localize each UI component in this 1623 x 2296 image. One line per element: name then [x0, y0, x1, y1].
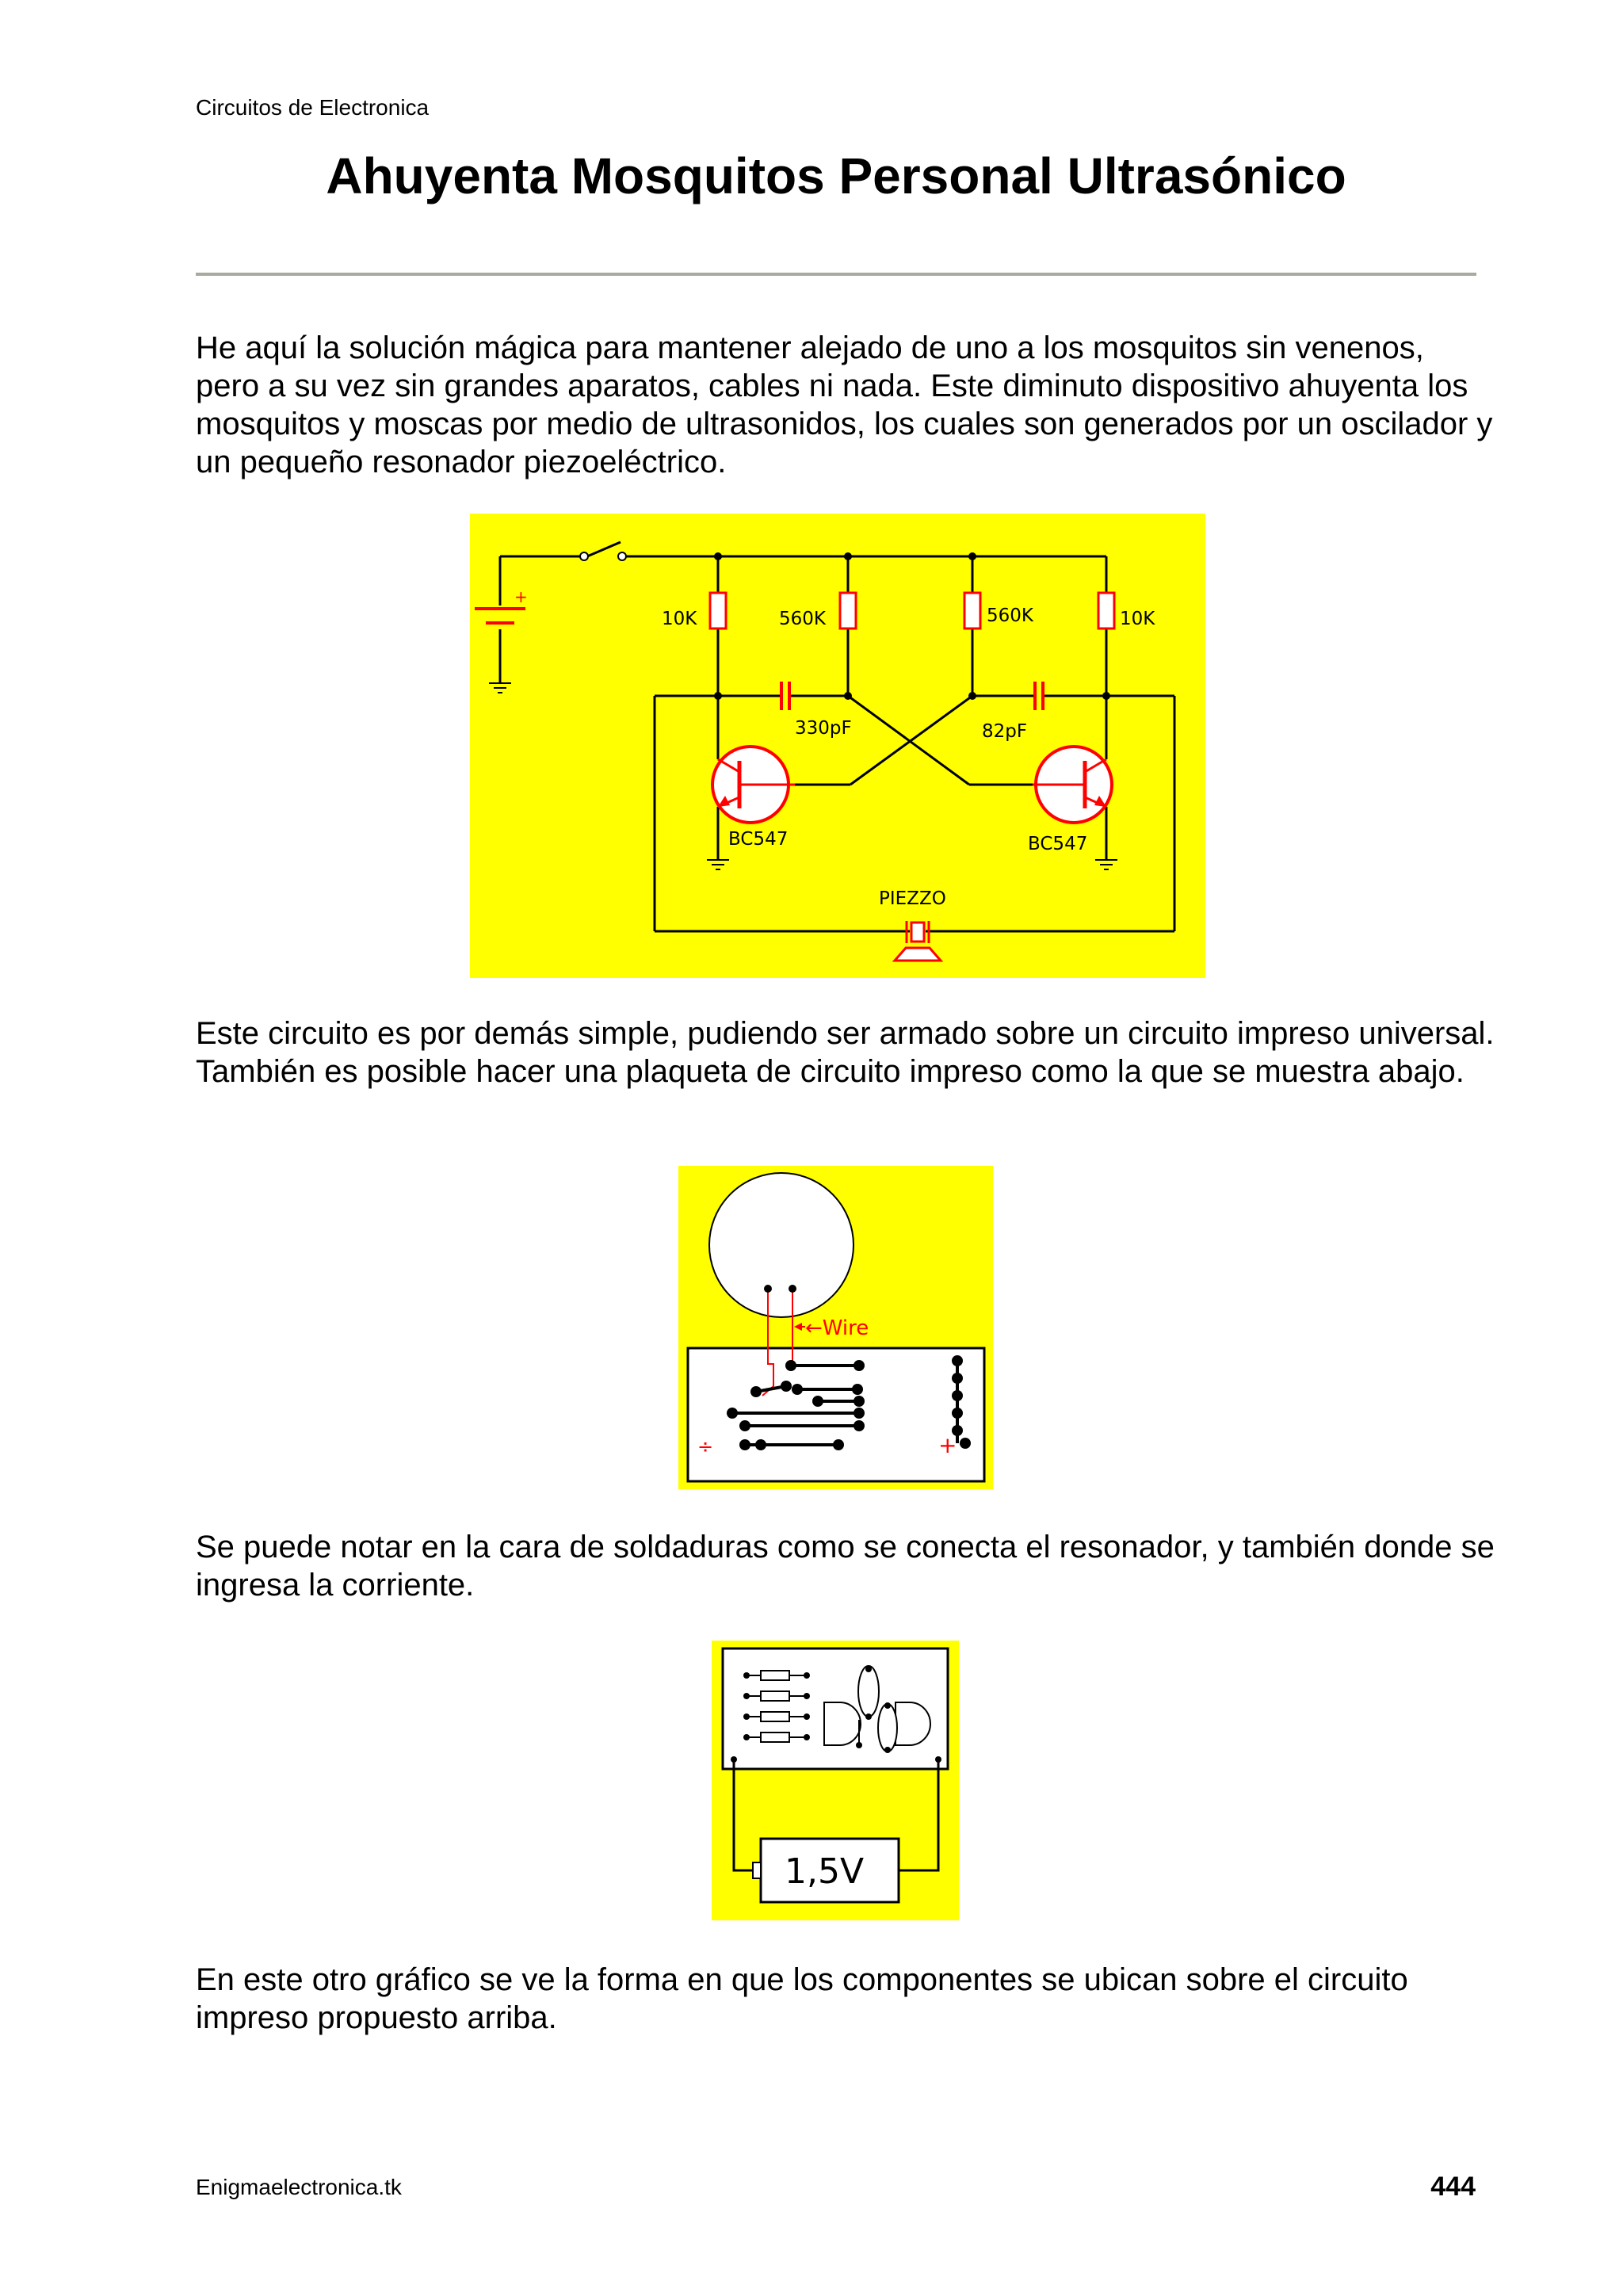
r2-label: 560K	[779, 609, 827, 629]
r3-label: 560K	[987, 606, 1034, 626]
component-placement-figure: 1,5V	[712, 1641, 959, 1920]
r4-label: 10K	[1120, 609, 1155, 629]
r1-label: 10K	[662, 609, 697, 629]
pcb-figure: ←Wire ÷ +	[678, 1166, 993, 1489]
schematic-diagram: +	[470, 514, 1205, 978]
paragraph-pcb: Este circuito es por demás simple, pudie…	[196, 1016, 1495, 1089]
battery-label: 1,5V	[785, 1851, 864, 1892]
paragraph-component-placement: En este otro gráfico se ve la forma en q…	[196, 1962, 1408, 2035]
running-header: Circuitos de Electronica	[196, 95, 430, 120]
pcb-minus-label: ÷	[697, 1435, 713, 1457]
c2-label: 82pF	[982, 721, 1027, 742]
page-number: 444	[1430, 2172, 1476, 2202]
piezo-label: PIEZZO	[879, 888, 946, 909]
footer-site: Enigmaelectronica.tk	[196, 2175, 402, 2199]
paragraph-intro: He aquí la solución mágica para mantener…	[196, 330, 1493, 479]
title-divider	[196, 273, 1476, 276]
pcb-layout-diagram: ←Wire ÷ +	[678, 1166, 993, 1489]
schematic-figure: +	[470, 514, 1205, 978]
pcb-plus-label: +	[938, 1432, 957, 1458]
component-placement-diagram: 1,5V	[712, 1641, 959, 1920]
paragraph-solder-side: Se puede notar en la cara de soldaduras …	[196, 1530, 1495, 1603]
battery-plus-label: +	[514, 587, 528, 606]
wire-label: ←Wire	[805, 1316, 869, 1340]
battery-terminal	[752, 1862, 762, 1879]
c1-label: 330pF	[795, 718, 852, 739]
piezo-disc	[708, 1172, 854, 1318]
q1-label: BC547	[728, 829, 788, 850]
q2-label: BC547	[1028, 834, 1087, 854]
page-title: Ahuyenta Mosquitos Personal Ultrasónico	[326, 147, 1346, 204]
